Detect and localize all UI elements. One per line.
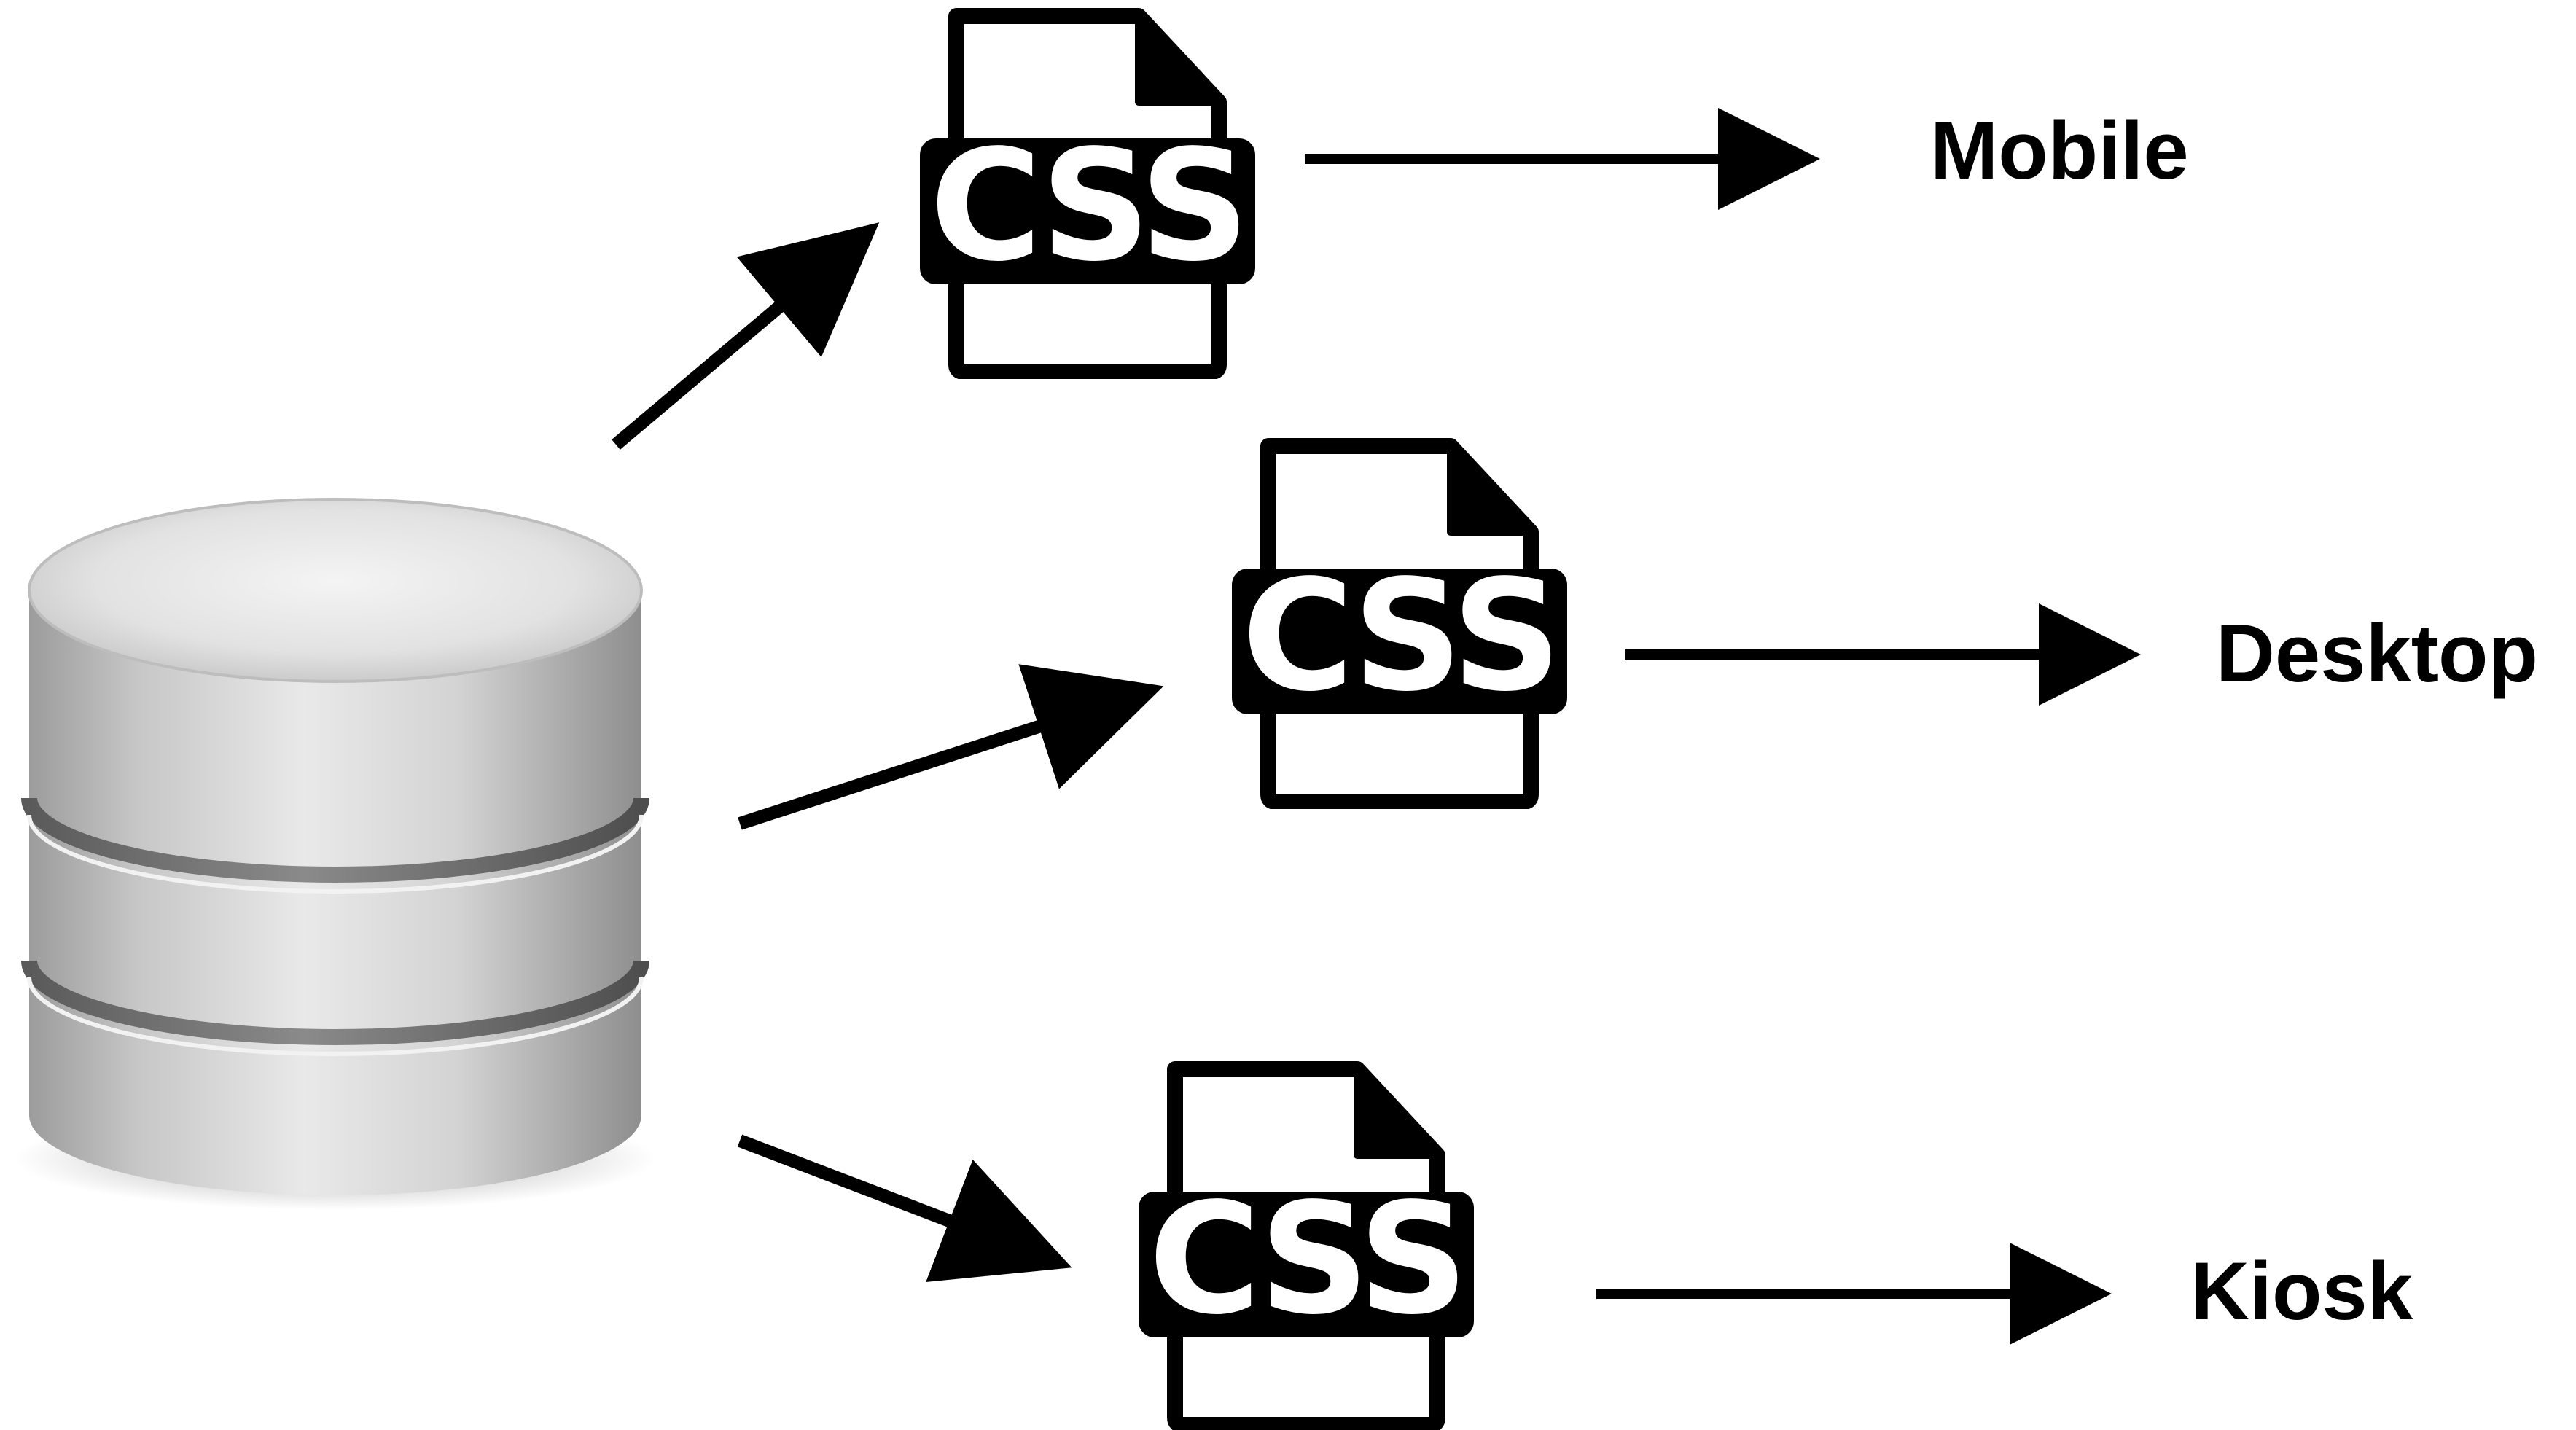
arrow-db-to-mobile-css <box>612 222 880 450</box>
database-icon <box>15 498 656 1210</box>
css-file-icon <box>1232 446 1567 802</box>
target-label-kiosk: Kiosk <box>2190 1246 2413 1337</box>
target-label-desktop: Desktop <box>2216 608 2538 699</box>
target-label-mobile: Mobile <box>1930 105 2189 196</box>
css-file-icon <box>920 16 1255 372</box>
arrow-db-to-kiosk-css <box>737 1134 1072 1283</box>
arrow-db-to-desktop-css <box>738 664 1164 830</box>
css-file-icon <box>1139 1069 1474 1425</box>
